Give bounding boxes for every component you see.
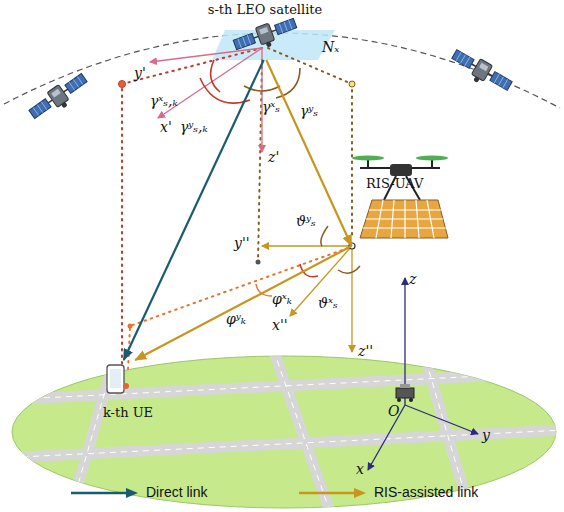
axis-angle-label: γˣₛ (262, 100, 280, 115)
axis-angle-label: γˣₛ,ₖ (150, 94, 178, 109)
legend-text: Direct link (146, 484, 207, 500)
axis-angle-label: z (409, 272, 416, 287)
link-arrow (124, 60, 264, 360)
axis-angle-label: y' (134, 66, 146, 81)
axis-angle-label: φʸₖ (226, 312, 246, 327)
ue-node: k-th UE (92, 360, 164, 420)
axis-angle-label: Nₓ (322, 40, 339, 55)
axis-angle-label: z'' (358, 344, 373, 359)
axis-angle-label: ϑˣₛ (318, 296, 338, 311)
axis-angle-label: x' (160, 120, 172, 135)
axis-angle-label: x'' (272, 318, 288, 333)
axis-angle-label: y (482, 428, 490, 443)
link-arrow (135, 246, 351, 360)
node-label: k-th UE (103, 405, 153, 420)
axis-angle-label: γʸₛ,ₖ (180, 120, 208, 135)
axis-angle-label: z' (268, 150, 279, 165)
legend-text: RIS-assisted link (374, 484, 478, 500)
satellite-node: s-th LEO satellite (199, 2, 331, 60)
axis-angle-label: γʸₛ (300, 104, 318, 119)
legend-line-sample (70, 486, 140, 500)
axis-angle-label: φˣₖ (272, 292, 292, 307)
node-label: s-th LEO satellite (208, 2, 322, 17)
axis-angle-label: y'' (234, 236, 250, 251)
legend-line-sample (298, 486, 368, 500)
axis-angle-label: O (388, 404, 399, 419)
axis-angle-label: ϑʸₛ (296, 214, 316, 229)
axis-angle-label: x (356, 462, 364, 477)
node-label: RIS-UAV (366, 176, 423, 191)
ris-uav-node: RIS-UAV (336, 176, 456, 246)
link-arrow (266, 60, 351, 246)
